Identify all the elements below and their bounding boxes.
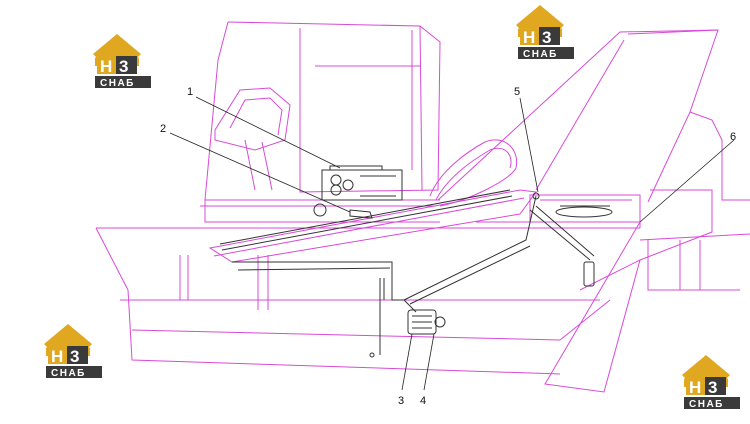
leader-2 [169,132,351,213]
leader-4 [423,333,435,391]
callout-1: 1 [187,86,193,98]
logo-watermark-bottom-left [44,324,102,379]
callout-4: 4 [420,395,426,407]
logo-watermark-bottom-right [682,355,740,410]
callout-6: 6 [730,131,736,143]
leader-6 [639,139,735,223]
leader-5 [519,97,539,193]
machine-outline [95,21,750,393]
callout-5: 5 [514,86,520,98]
leader-lines [169,96,735,391]
leader-3 [401,333,413,391]
compressor [407,309,437,335]
ac-components [219,165,613,358]
callout-2: 2 [160,123,166,135]
receiver-drier [583,261,595,287]
callout-3: 3 [398,395,404,407]
leader-1 [195,96,341,169]
logo-watermark-top-left [93,34,151,89]
logo-watermark-top-center [516,5,574,60]
condenser-fan [555,206,613,218]
